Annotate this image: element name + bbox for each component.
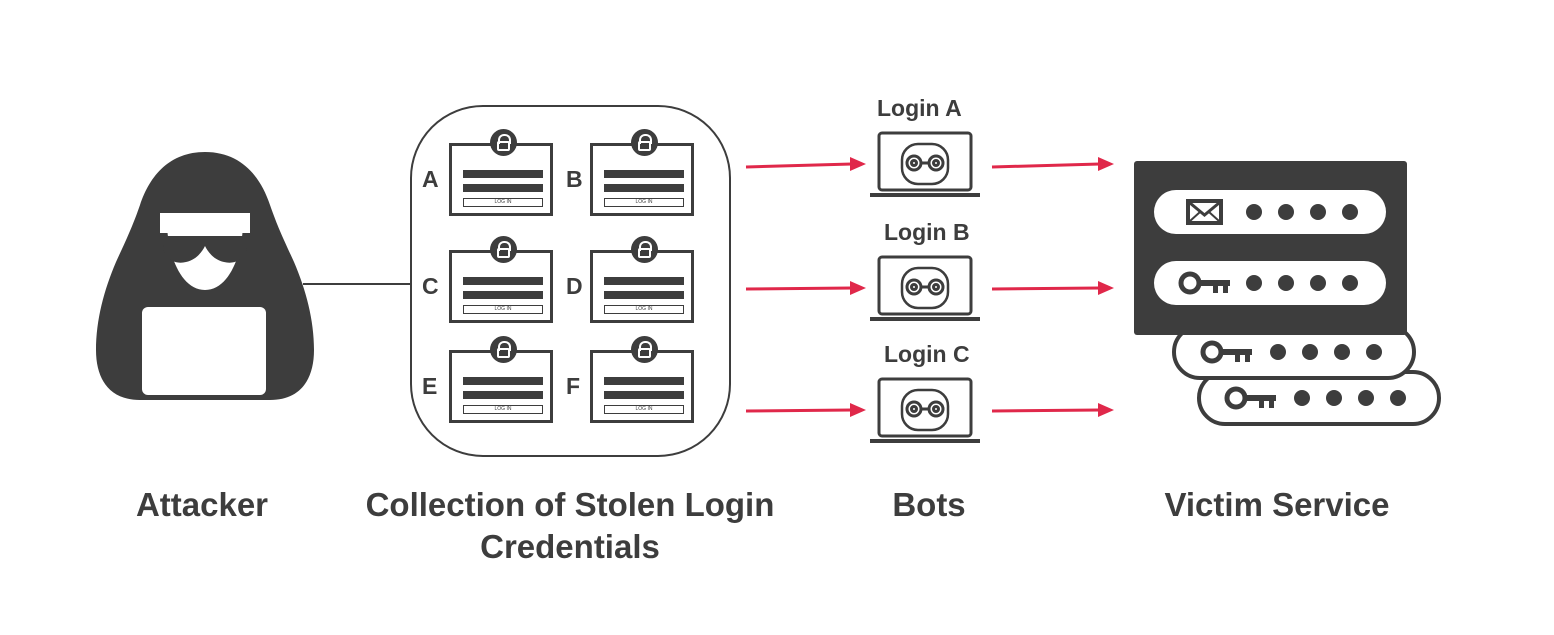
credential-card-e: LOG IN	[449, 336, 553, 423]
password-row	[463, 184, 543, 192]
credential-letter-d: D	[566, 273, 583, 299]
login-button: LOG IN	[463, 305, 543, 314]
credential-card-f: LOG IN	[590, 336, 694, 423]
credential-letter-a: A	[422, 166, 439, 192]
arrow-bot-c-to-victim	[991, 408, 1101, 413]
username-row	[463, 170, 543, 178]
credential-letter-b: B	[566, 166, 583, 192]
login-button: LOG IN	[463, 405, 543, 414]
bot-label-b: Login B	[884, 219, 970, 245]
padlock-icon	[631, 129, 658, 156]
arrowhead	[850, 403, 866, 417]
padlock-icon	[631, 336, 658, 363]
login-button: LOG IN	[604, 198, 684, 207]
bot-label-a: Login A	[877, 95, 962, 121]
caption-collection-line2: Credentials	[480, 528, 660, 565]
username-row	[604, 277, 684, 285]
password-field	[1154, 261, 1386, 305]
login-button: LOG IN	[463, 198, 543, 207]
caption-collection-line1: Collection of Stolen Login	[365, 486, 775, 523]
arrow-bot-b-to-victim	[991, 286, 1101, 291]
username-row	[604, 377, 684, 385]
arrowhead	[850, 281, 866, 295]
arrowhead	[850, 157, 866, 171]
password-row	[604, 291, 684, 299]
password-row	[463, 391, 543, 399]
bot-label-c: Login C	[884, 341, 970, 367]
robot-laptop-icon	[870, 131, 980, 443]
credential-letter-f: F	[566, 373, 581, 399]
caption-attacker: Attacker	[135, 486, 269, 523]
username-row	[463, 277, 543, 285]
padlock-icon	[631, 236, 658, 263]
password-row	[463, 291, 543, 299]
username-row	[463, 377, 543, 385]
arrowhead	[1098, 281, 1114, 295]
credential-card-d: LOG IN	[590, 236, 694, 323]
password-row	[604, 391, 684, 399]
arrow-bot-a-to-victim	[991, 162, 1101, 169]
caption-victim: Victim Service	[1164, 486, 1390, 523]
password-row	[604, 184, 684, 192]
arrow-collection-to-bot-c	[745, 408, 853, 413]
login-button: LOG IN	[604, 305, 684, 314]
login-panel	[1134, 161, 1407, 335]
caption-bots: Bots	[892, 486, 966, 523]
key-icon	[1200, 340, 1252, 364]
arrow-collection-to-bot-a	[745, 162, 853, 169]
padlock-icon	[490, 336, 517, 363]
envelope-icon	[1186, 199, 1223, 225]
arrowhead	[1098, 403, 1114, 417]
username-row	[604, 170, 684, 178]
credential-card-a: LOG IN	[449, 129, 553, 216]
credential-letter-e: E	[422, 373, 438, 399]
padlock-icon	[490, 129, 517, 156]
padlock-icon	[490, 236, 517, 263]
arrow-collection-to-bot-b	[745, 286, 853, 291]
credential-letter-c: C	[422, 273, 439, 299]
arrowhead	[1098, 157, 1114, 171]
credential-card-c: LOG IN	[449, 236, 553, 323]
credential-card-b: LOG IN	[590, 129, 694, 216]
login-button: LOG IN	[604, 405, 684, 414]
key-icon	[1224, 386, 1276, 410]
key-icon	[1178, 271, 1230, 295]
